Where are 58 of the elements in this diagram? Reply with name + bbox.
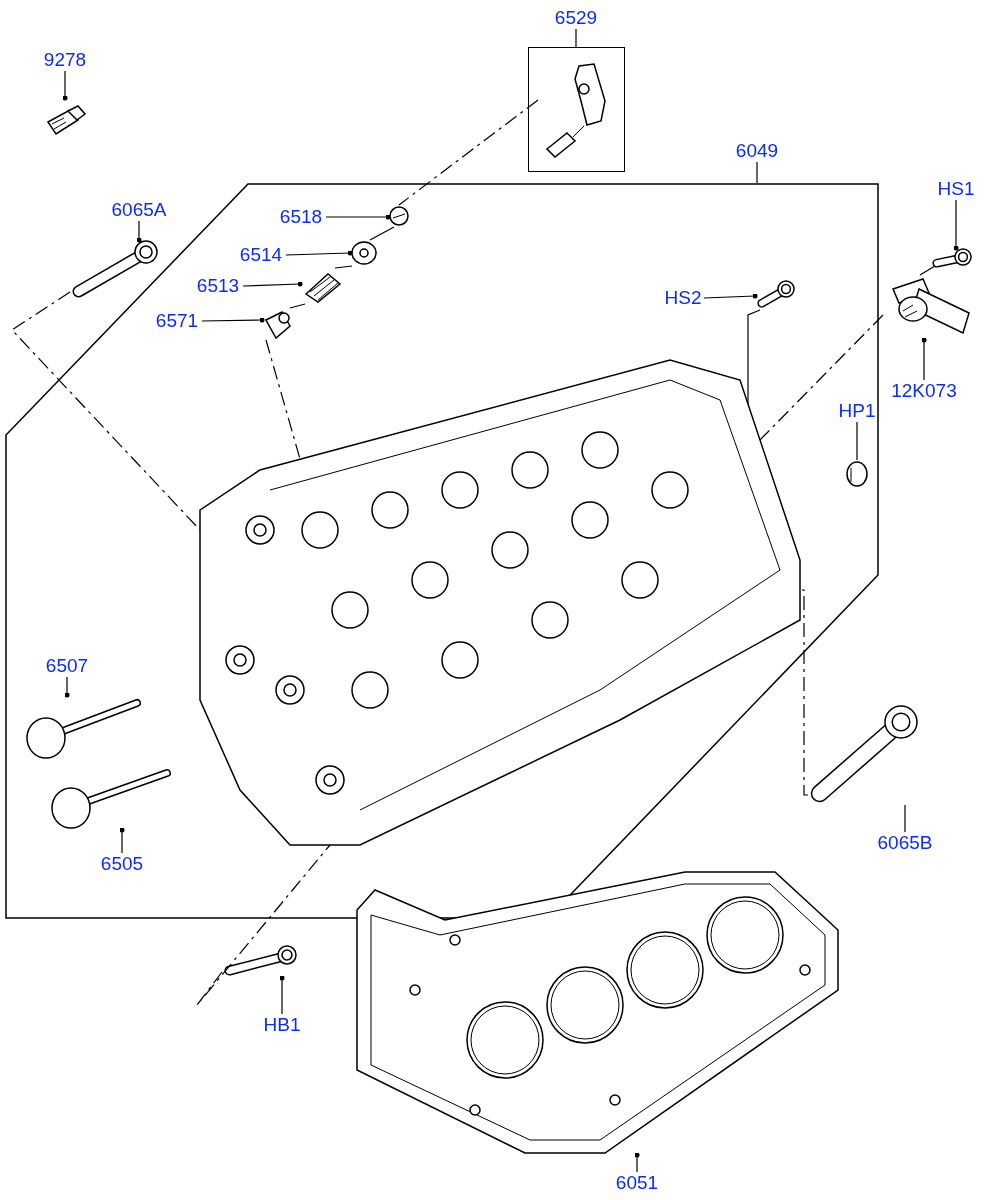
callout-number: 6529 bbox=[551, 7, 601, 29]
bolt-drawing bbox=[808, 705, 918, 805]
leader-line bbox=[279, 975, 285, 1015]
callout-number: 6507 bbox=[42, 655, 92, 677]
leader-line bbox=[136, 220, 142, 243]
assembly-line bbox=[919, 265, 936, 276]
leader-line bbox=[921, 337, 927, 381]
callout-number: HP1 bbox=[836, 400, 878, 422]
callout-number: 6513 bbox=[193, 275, 243, 297]
assembly-line bbox=[759, 314, 884, 441]
callout-number: 6514 bbox=[236, 244, 286, 266]
callout-number: 12K073 bbox=[886, 380, 962, 402]
head-gasket-drawing bbox=[355, 870, 840, 1155]
callout-number: HS1 bbox=[937, 178, 975, 200]
leader-line bbox=[242, 281, 303, 287]
cylinder-head-drawing bbox=[200, 360, 800, 845]
plug-drawing bbox=[845, 460, 869, 486]
assembly-line bbox=[398, 99, 539, 206]
callout-number: HS2 bbox=[662, 287, 704, 309]
assembly-line bbox=[334, 265, 353, 269]
assembly-line bbox=[369, 226, 395, 241]
callout-number: HB1 bbox=[262, 1014, 302, 1036]
callout-number: 6065B bbox=[874, 832, 936, 854]
callout-number: 6505 bbox=[97, 853, 147, 875]
leader-line bbox=[62, 70, 68, 101]
assembly-frame bbox=[5, 183, 879, 919]
bolt-drawing bbox=[930, 248, 972, 270]
assembly-line bbox=[747, 309, 761, 405]
callout-number: 6571 bbox=[152, 310, 202, 332]
leader-line bbox=[953, 199, 959, 251]
assembly-line bbox=[289, 303, 306, 309]
assembly-line bbox=[265, 339, 301, 460]
washer-drawing bbox=[350, 240, 378, 266]
leader-line bbox=[119, 827, 125, 854]
callout-number: 6051 bbox=[612, 1172, 662, 1194]
inset-frame bbox=[528, 47, 625, 172]
leader-line bbox=[201, 317, 265, 323]
assembly-line bbox=[799, 589, 809, 796]
leader-line bbox=[325, 214, 391, 220]
leader-line bbox=[634, 1152, 640, 1173]
callout-number: 9278 bbox=[40, 49, 90, 71]
bolt-drawing bbox=[755, 280, 795, 310]
leader-line bbox=[575, 28, 577, 48]
valve-seal-drawing bbox=[262, 308, 294, 340]
assembly-line bbox=[196, 844, 331, 1006]
bolt-drawing bbox=[222, 945, 297, 978]
leader-line bbox=[64, 676, 70, 698]
leader-line bbox=[703, 293, 758, 299]
valve-collet-drawing bbox=[388, 205, 410, 227]
bolt-drawing bbox=[70, 240, 158, 300]
leader-line bbox=[756, 161, 758, 184]
leader-line bbox=[285, 250, 353, 256]
leader-line bbox=[856, 421, 858, 461]
callout-number: 6518 bbox=[276, 206, 326, 228]
assembly-line bbox=[11, 291, 201, 531]
callout-number: 6065A bbox=[108, 199, 170, 221]
callout-number: 6049 bbox=[732, 140, 782, 162]
leader-line bbox=[904, 804, 906, 833]
